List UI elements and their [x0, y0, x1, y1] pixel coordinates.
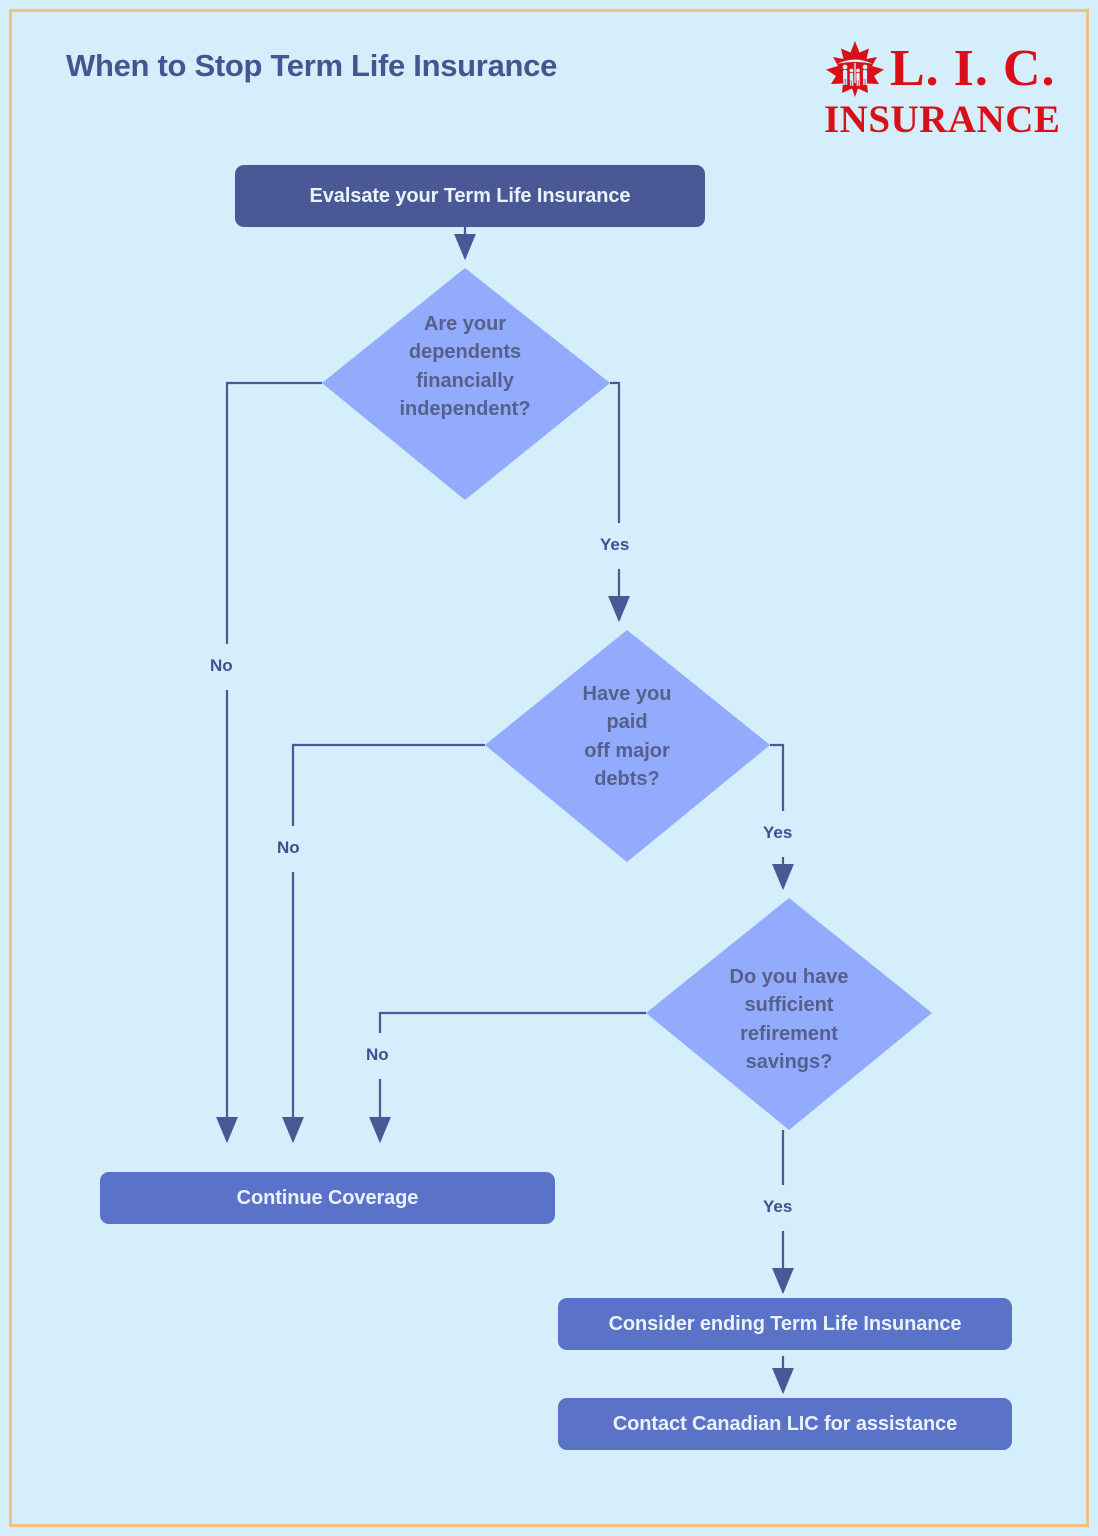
edge-label-d3-no: No — [366, 1045, 389, 1064]
edge-label-d2-no: No — [277, 838, 300, 857]
edge-d1-yes-a — [610, 381, 621, 523]
logo-top-row: L. I. C. — [824, 38, 1055, 100]
edge-d3-no-a — [378, 1011, 646, 1033]
edge-d2-yes-a — [770, 743, 785, 811]
edge-label-d3-yes: Yes — [763, 1197, 793, 1216]
logo-lic-text: L. I. C. — [890, 40, 1056, 97]
node-contact-lic[interactable]: Contact Canadian LIC for assistance — [558, 1398, 1012, 1450]
node-start-evaluate[interactable]: Evalsate your Term Life Insurance — [235, 165, 705, 227]
decision-node-savings — [646, 898, 932, 1130]
node-consider-ending[interactable]: Consider ending Term Life Insunance — [558, 1298, 1012, 1350]
decision-node-dependents — [322, 268, 610, 500]
logo-insurance-text: INSURANCE — [824, 98, 1061, 141]
decision-node-debts — [485, 630, 770, 862]
edge-d2-no-a — [291, 743, 485, 826]
edge-label-d1-no: No — [210, 656, 233, 675]
page-title: When to Stop Term Life Insurance — [66, 48, 558, 83]
lic-insurance-logo: L. I. C. INSURANCE — [824, 38, 1060, 143]
edge-label-d1-yes: Yes — [600, 535, 630, 554]
maple-leaf-family-umbrella-icon — [824, 40, 886, 98]
edge-label-d2-yes: Yes — [763, 823, 793, 842]
node-continue-coverage[interactable]: Continue Coverage — [100, 1172, 555, 1224]
edge-d1-no-a — [225, 381, 322, 644]
